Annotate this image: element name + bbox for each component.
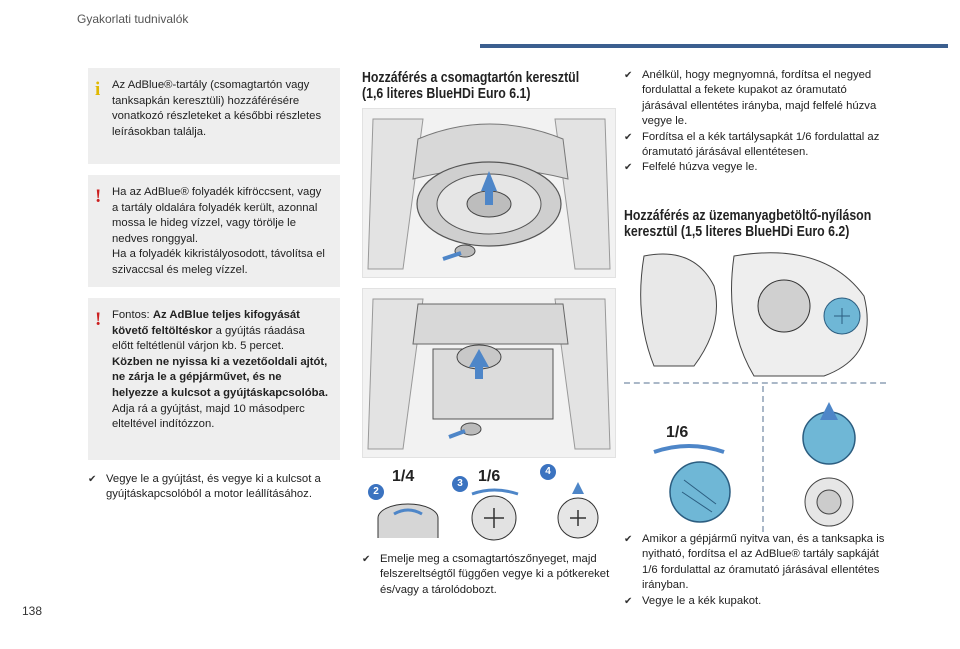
right-top-bullet-list: Anélkül, hogy megnyomná, fordítsa el neg…	[624, 68, 884, 176]
warning-prefix: Fontos:	[112, 309, 153, 321]
list-item: Fordítsa el a kék tartálysapkát 1/6 ford…	[624, 130, 884, 161]
heading-line: (1,6 literes BlueHDi Euro 6.1)	[362, 86, 531, 102]
divider-horizontal	[624, 382, 886, 384]
trunk-storage-box-drawing	[367, 298, 611, 450]
step-illustrations: 2 1/4 3 1/6 4	[362, 462, 616, 544]
info-icon: i	[95, 79, 101, 100]
step-number-2: 2	[368, 484, 384, 500]
heading-filler-access: Hozzáférés az üzemanyagbetöltő-nyíláson …	[624, 208, 871, 240]
list-item: Anélkül, hogy megnyomná, fordítsa el neg…	[624, 68, 884, 130]
warning-bold-doors: Közben ne nyissa ki a vezetőoldali ajtót…	[112, 355, 328, 399]
fraction-label: 1/6	[478, 468, 501, 485]
list-item: Emelje meg a csomagtartószőnyeget, majd …	[362, 552, 618, 598]
info-text: Az AdBlue®-tartály (csomagtartón vagy ta…	[112, 79, 322, 138]
left-bullet-list: Vegye le a gyújtást, és vegye ki a kulcs…	[88, 472, 340, 503]
warning-crystal-text: Ha a folyadék kikristályosodott, távolít…	[112, 248, 325, 276]
trunk-storage-box-illustration	[362, 288, 616, 458]
warning-exclamation-icon: !	[95, 309, 102, 330]
open-fuel-flap-drawing	[640, 252, 868, 377]
heading-line: keresztül (1,5 literes BlueHDi Euro 6.2)	[624, 224, 850, 240]
right-bottom-bullet-list: Amikor a gépjármű nyitva van, és a tanks…	[624, 532, 886, 609]
trunk-spare-wheel-drawing	[367, 118, 611, 270]
list-item: Amikor a gépjármű nyitva van, és a tanks…	[624, 532, 886, 594]
step-3-panel: 3 1/6	[450, 462, 534, 544]
blue-adblue-cap-lift-icon	[802, 402, 856, 527]
step-number-3: 3	[452, 476, 468, 492]
blue-cap-icon	[471, 488, 519, 541]
middle-bullet-list: Emelje meg a csomagtartószőnyeget, majd …	[362, 552, 618, 598]
warning-exclamation-icon: !	[95, 186, 102, 207]
warning-box-refill: ! Fontos: Az AdBlue teljes kifogyását kö…	[88, 298, 340, 460]
black-cap-icon	[377, 503, 439, 538]
warning-box-adblue-spill: ! Ha az AdBlue® folyadék kifröccsent, va…	[88, 175, 340, 287]
warning-bold-refill: Az AdBlue teljes kifogyását követő feltö…	[112, 309, 300, 337]
section-title: Gyakorlati tudnivalók	[77, 12, 189, 26]
warning-start-text: Adja rá a gyújtást, majd 10 másodperc el…	[112, 402, 305, 431]
fuel-flap-illustration: 1/6	[624, 246, 886, 536]
info-box: i Az AdBlue®-tartály (csomagtartón vagy …	[88, 68, 340, 164]
step-number-4: 4	[540, 464, 556, 480]
warning-spill-text: Ha az AdBlue® folyadék kifröccsent, vagy…	[112, 186, 322, 245]
step-4-panel: 4	[538, 462, 616, 544]
divider-vertical	[762, 386, 764, 532]
list-item: Vegye le a gyújtást, és vegye ki a kulcs…	[88, 472, 340, 503]
page-number: 138	[22, 604, 43, 618]
cap-removal-icon	[557, 482, 599, 539]
list-item: Felfelé húzva vegye le.	[624, 160, 884, 176]
blue-adblue-cap-turn-icon	[653, 444, 731, 523]
heading-line: Hozzáférés a csomagtartón keresztül	[362, 70, 580, 86]
fraction-label: 1/6	[666, 424, 689, 441]
step-2-panel: 2 1/4	[362, 462, 446, 544]
warning-wait-text: a gyújtás ráadása előtt feltétlenül várj…	[112, 324, 305, 353]
heading-line: Hozzáférés az üzemanyagbetöltő-nyíláson	[624, 208, 872, 224]
list-item: Vegye le a kék kupakot.	[624, 594, 886, 610]
fraction-label: 1/4	[392, 468, 415, 485]
heading-trunk-access: Hozzáférés a csomagtartón keresztül (1,6…	[362, 70, 579, 102]
trunk-spare-wheel-illustration	[362, 108, 616, 278]
header-accent-bar	[480, 44, 948, 48]
